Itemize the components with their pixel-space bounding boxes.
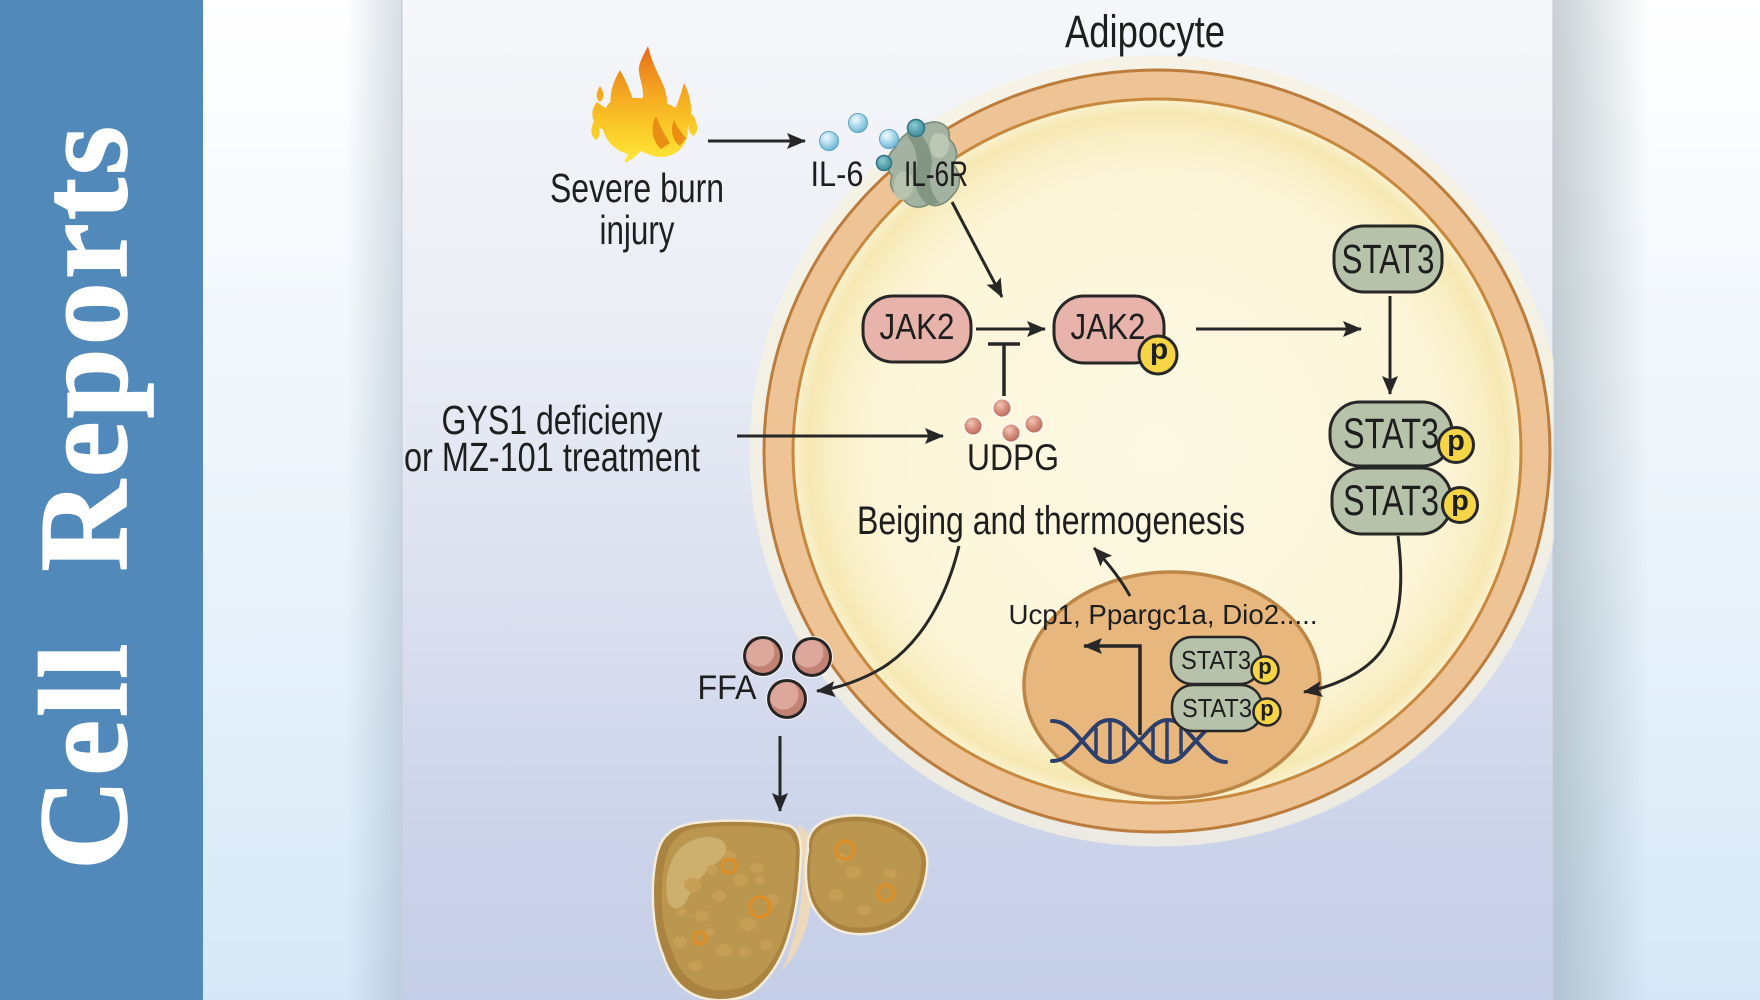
svg-text:GYS1 deficieny: GYS1 deficieny [442,397,663,443]
svg-text:injury: injury [600,207,675,253]
svg-text:STAT3: STAT3 [1343,477,1439,525]
svg-text:UDPG: UDPG [967,437,1059,478]
svg-text:Beiging and thermogenesis: Beiging and thermogenesis [857,499,1245,543]
svg-text:Ucp1, Ppargc1a, Dio2.....: Ucp1, Ppargc1a, Dio2..... [1009,599,1318,630]
svg-text:STAT3: STAT3 [1182,693,1252,723]
svg-text:STAT3: STAT3 [1181,645,1251,675]
svg-text:IL-6R: IL-6R [904,155,968,194]
svg-text:p: p [1260,696,1273,721]
svg-text:JAK2: JAK2 [1071,306,1146,347]
svg-text:STAT3: STAT3 [1343,410,1439,458]
svg-text:JAK2: JAK2 [880,306,955,347]
svg-text:p: p [1447,425,1465,457]
svg-text:p: p [1258,654,1271,679]
svg-text:STAT3: STAT3 [1342,236,1435,282]
svg-text:or MZ-101 treatment: or MZ-101 treatment [404,434,700,480]
svg-text:p: p [1451,485,1469,517]
svg-text:Severe burn: Severe burn [550,165,724,211]
svg-text:FFA: FFA [698,669,757,707]
svg-text:IL-6: IL-6 [811,155,864,194]
svg-text:Adipocyte: Adipocyte [1065,6,1225,57]
svg-text:p: p [1150,333,1168,366]
svg-text:Cell Reports: Cell Reports [15,126,154,870]
